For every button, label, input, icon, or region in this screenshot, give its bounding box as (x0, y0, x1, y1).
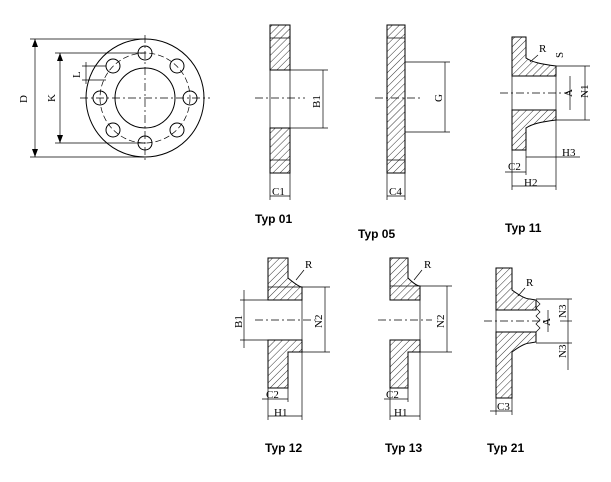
dim-K: K (46, 94, 58, 102)
dim-D: D (18, 95, 30, 103)
dim-H1: H1 (274, 407, 287, 419)
dim-N3-top: N3 (557, 304, 569, 318)
type-05-section: G C4 Typ 05 (358, 24, 450, 241)
dim-A: A (541, 318, 553, 326)
dim-C2: C2 (266, 389, 279, 401)
dim-C4: C4 (389, 186, 402, 198)
flange-plate-bottom (269, 127, 291, 174)
caption-typ-05: Typ 05 (358, 227, 395, 241)
welding-neck-bottom (511, 109, 557, 151)
dim-N1: N1 (579, 85, 591, 98)
caption-typ-12: Typ 12 (265, 441, 302, 455)
dim-C2: C2 (508, 161, 521, 173)
dim-H2: H2 (524, 177, 537, 189)
dim-A: A (563, 89, 575, 97)
dim-N2: N2 (313, 315, 325, 328)
caption-typ-13: Typ 13 (385, 441, 422, 455)
flange-plate-top (269, 24, 291, 71)
dim-N2: N2 (435, 315, 447, 328)
type-11-section: R S N1 A C2 H3 H2 Typ 11 (500, 36, 591, 235)
caption-typ-21: Typ 21 (487, 441, 524, 455)
caption-typ-01: Typ 01 (255, 212, 292, 226)
dim-B1: B1 (311, 95, 323, 108)
dim-S: S (554, 52, 566, 58)
dim-R: R (424, 259, 432, 271)
type-21-section: R A N3 N3 C3 Typ 21 (484, 267, 572, 455)
dim-H1: H1 (394, 407, 407, 419)
bolt-hole (169, 58, 185, 74)
thread-break (535, 299, 541, 333)
dim-B1: B1 (233, 315, 245, 328)
dim-L: L (71, 71, 83, 78)
type-13-section: R N2 C2 H1 Typ 13 (378, 257, 452, 455)
flange-blind-plate (386, 24, 406, 174)
dim-C3: C3 (497, 401, 510, 413)
dim-N3-bottom: N3 (557, 344, 569, 358)
type-01-section: B1 C1 Typ 01 (255, 24, 328, 226)
welding-neck-top (511, 36, 557, 77)
dim-R: R (305, 259, 313, 271)
bolt-hole (105, 122, 121, 138)
dim-G: G (433, 94, 445, 102)
threaded-bottom (495, 331, 537, 399)
type-12-section: R B1 N2 C2 H1 Typ 12 (233, 257, 330, 455)
slip-on-hub-bottom (267, 339, 303, 389)
lap-joint-bottom (389, 339, 421, 389)
lap-joint-top (389, 257, 421, 301)
caption-typ-11: Typ 11 (505, 221, 542, 235)
dim-C1: C1 (272, 186, 285, 198)
dim-H3: H3 (562, 147, 576, 159)
threaded-top (495, 267, 537, 311)
bolt-hole (169, 122, 185, 138)
flange-front-view: D K L (18, 35, 210, 162)
dim-C2: C2 (386, 389, 399, 401)
dim-R: R (526, 277, 534, 289)
dim-R: R (539, 43, 547, 55)
